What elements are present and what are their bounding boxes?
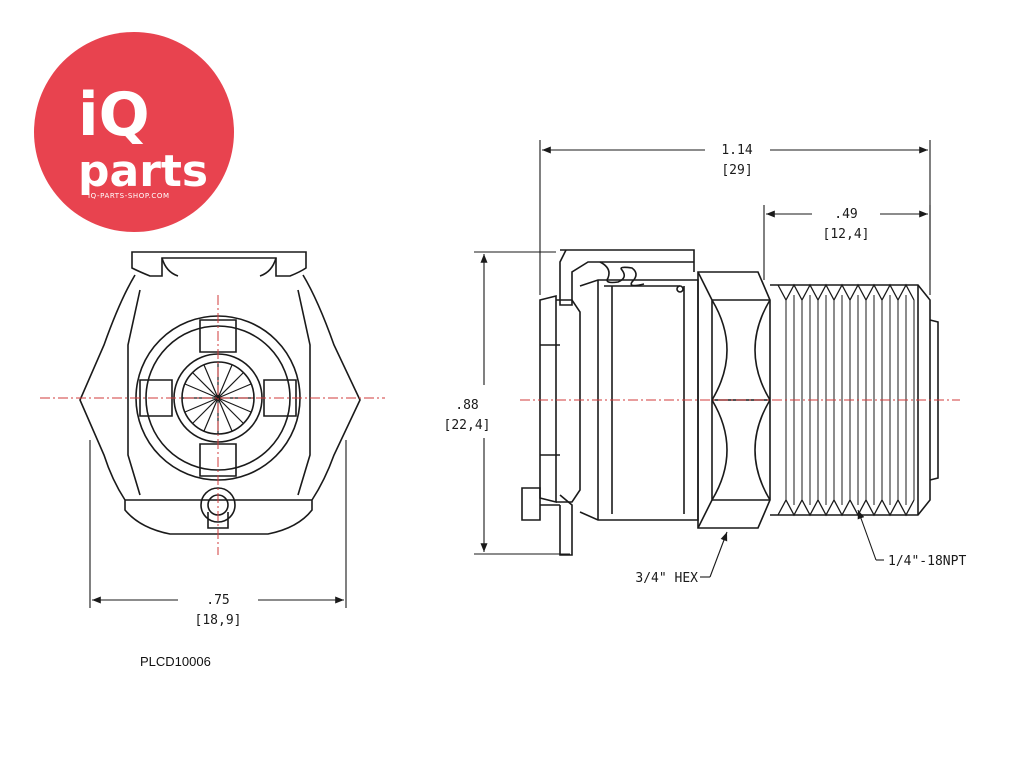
iq-parts-logo: iQ parts IQ-PARTS-SHOP.COM bbox=[34, 32, 234, 232]
thread-label: 1/4"-18NPT bbox=[888, 554, 966, 569]
logo-url: IQ-PARTS-SHOP.COM bbox=[88, 192, 170, 200]
front-width-mm: [18,9] bbox=[195, 613, 242, 628]
thread-leader bbox=[857, 509, 884, 561]
length-in: 1.14 bbox=[721, 143, 752, 158]
part-number: PLCD10006 bbox=[140, 654, 211, 669]
length-mm: [29] bbox=[721, 163, 752, 178]
logo-brand-iq: iQ bbox=[78, 80, 150, 150]
height-dimension bbox=[474, 251, 570, 555]
height-mm: [22,4] bbox=[444, 418, 491, 433]
front-view bbox=[79, 251, 361, 535]
hex-leader bbox=[700, 531, 728, 578]
logo-brand-parts: parts bbox=[78, 146, 208, 197]
thread-length-in: .49 bbox=[834, 207, 857, 222]
front-centerlines bbox=[40, 295, 385, 555]
thread-length-dimension bbox=[763, 205, 931, 280]
logo-circle bbox=[34, 32, 234, 232]
height-in: .88 bbox=[455, 398, 478, 413]
side-view bbox=[521, 249, 939, 556]
front-width-dimension bbox=[89, 440, 347, 608]
thread-length-mm: [12,4] bbox=[823, 227, 870, 242]
front-width-in: .75 bbox=[206, 593, 229, 608]
hex-label: 3/4" HEX bbox=[635, 571, 698, 586]
